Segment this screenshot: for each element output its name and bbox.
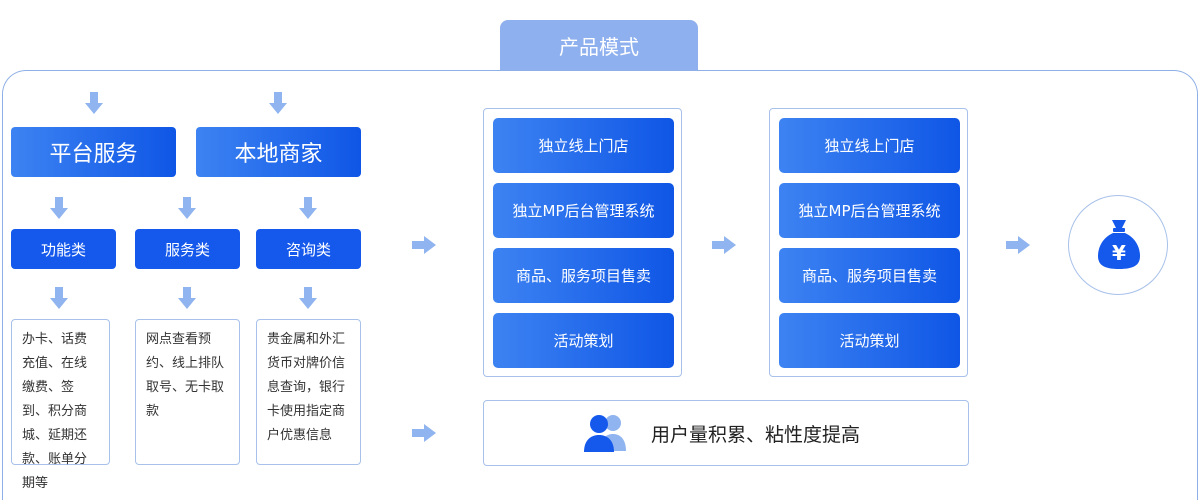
revenue-circle: ¥: [1068, 195, 1168, 295]
down-arrow-icon: [50, 197, 68, 219]
right-arrow-icon: [712, 236, 736, 254]
down-arrow-icon: [299, 287, 317, 309]
type-service: 服务类: [135, 229, 240, 269]
feature-campaign-planning: 活动策划: [779, 313, 960, 368]
feature-mp-backend: 独立MP后台管理系统: [779, 183, 960, 238]
result-text: 用户量积累、粘性度提高: [651, 423, 861, 446]
feature-mp-backend: 独立MP后台管理系统: [493, 183, 674, 238]
feature-product-sales: 商品、服务项目售卖: [493, 248, 674, 303]
feature-online-store: 独立线上门店: [493, 118, 674, 173]
right-arrow-icon: [412, 236, 436, 254]
type-consulting: 咨询类: [256, 229, 361, 269]
down-arrow-icon: [299, 197, 317, 219]
feature-online-store: 独立线上门店: [779, 118, 960, 173]
product-model-frame: [2, 70, 1198, 500]
right-arrow-icon: [1006, 236, 1030, 254]
down-arrow-icon: [269, 92, 287, 114]
category-local-merchant: 本地商家: [196, 127, 361, 177]
down-arrow-icon: [85, 92, 103, 114]
type-consulting-description: 贵金属和外汇货币对牌价信息查询，银行卡使用指定商户优惠信息: [256, 319, 361, 465]
right-arrow-icon: [412, 424, 436, 442]
down-arrow-icon: [178, 197, 196, 219]
feature-column: 独立线上门店 独立MP后台管理系统 商品、服务项目售卖 活动策划: [769, 108, 968, 377]
users-icon: [584, 415, 626, 452]
svg-text:¥: ¥: [1112, 241, 1126, 265]
type-service-description: 网点查看预约、线上排队取号、无卡取款: [135, 319, 240, 465]
down-arrow-icon: [178, 287, 196, 309]
feature-campaign-planning: 活动策划: [493, 313, 674, 368]
feature-product-sales: 商品、服务项目售卖: [779, 248, 960, 303]
type-function: 功能类: [11, 229, 116, 269]
category-platform-service: 平台服务: [11, 127, 176, 177]
result-box: 用户量积累、粘性度提高: [483, 400, 969, 466]
money-bag-icon: ¥: [1098, 220, 1140, 269]
page-title: 产品模式: [500, 20, 698, 70]
type-function-description: 办卡、话费充值、在线缴费、签到、积分商城、延期还款、账单分期等: [11, 319, 110, 491]
down-arrow-icon: [50, 287, 68, 309]
feature-column: 独立线上门店 独立MP后台管理系统 商品、服务项目售卖 活动策划: [483, 108, 682, 377]
